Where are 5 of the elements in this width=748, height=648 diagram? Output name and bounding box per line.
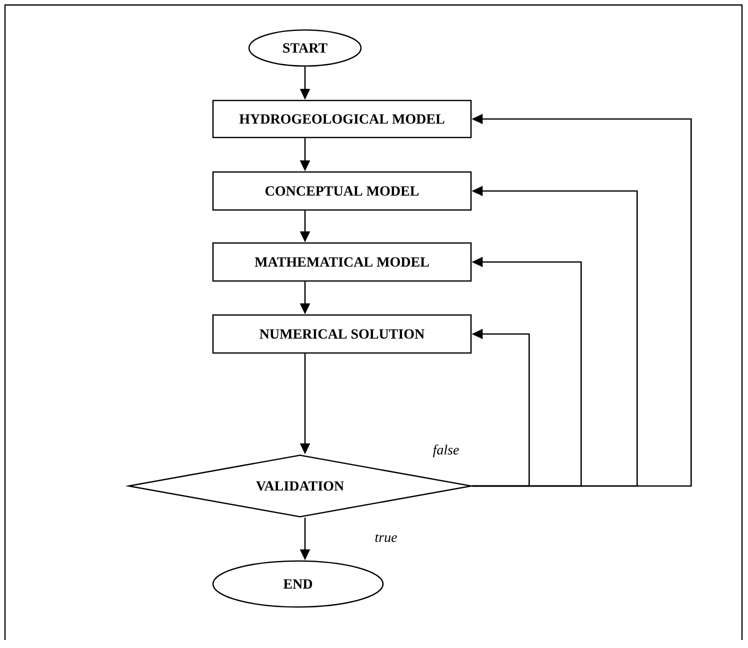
process-box: MATHEMATICAL MODEL (212, 242, 472, 282)
process-box: HYDROGEOLOGICAL MODEL (212, 100, 472, 138)
edge-label: true (374, 532, 398, 544)
process-box: NUMERICAL SOLUTION (212, 314, 472, 354)
process-box: CONCEPTUAL MODEL (212, 171, 472, 211)
